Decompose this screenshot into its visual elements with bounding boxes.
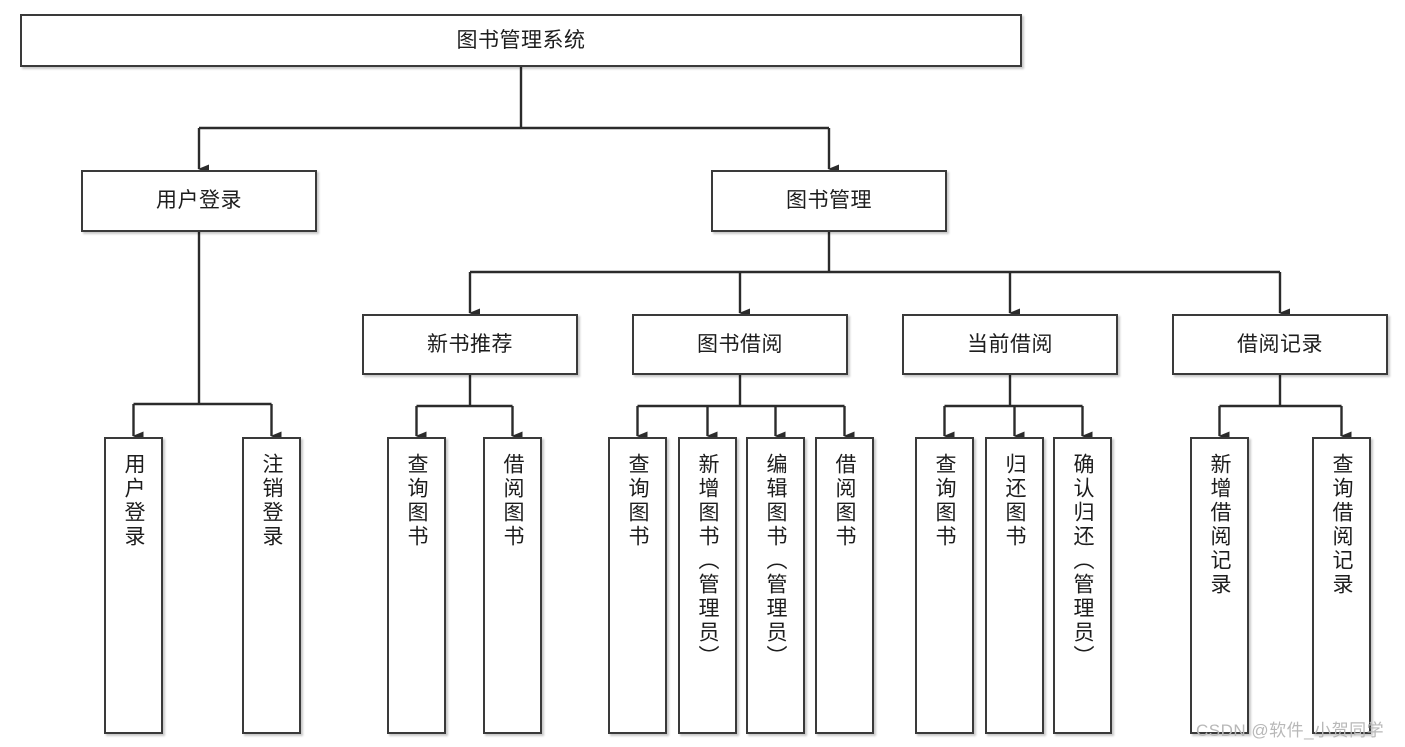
node-leaf-add-rec[interactable]: 新增借阅记录 [1190,437,1249,734]
node-label: 新书推荐 [427,332,513,356]
node-label: 查询图书 [933,453,956,549]
node-label: 查询借阅记录 [1330,453,1353,597]
node-leaf-add-book[interactable]: 新增图书（管理员） [678,437,737,734]
node-label: 图书借阅 [697,332,783,356]
node-user-login[interactable]: 用户登录 [81,170,317,232]
node-leaf-return[interactable]: 归还图书 [985,437,1044,734]
node-label: 新增图书（管理员） [696,453,719,669]
node-label: 编辑图书（管理员） [764,453,787,669]
node-borrow-record[interactable]: 借阅记录 [1172,314,1388,375]
node-leaf-borrow-2[interactable]: 借阅图书 [815,437,874,734]
node-leaf-q-book-2[interactable]: 查询图书 [608,437,667,734]
node-leaf-q-book-3[interactable]: 查询图书 [915,437,974,734]
node-leaf-borrow-1[interactable]: 借阅图书 [483,437,542,734]
node-label: 归还图书 [1003,453,1026,549]
node-leaf-q-rec[interactable]: 查询借阅记录 [1312,437,1371,734]
node-label: 借阅图书 [501,453,524,549]
node-leaf-edit-book[interactable]: 编辑图书（管理员） [746,437,805,734]
node-new-book-rec[interactable]: 新书推荐 [362,314,578,375]
node-leaf-user-login[interactable]: 用户登录 [104,437,163,734]
node-label: 查询图书 [626,453,649,549]
node-label: 注销登录 [260,453,283,549]
node-book-manage[interactable]: 图书管理 [711,170,947,232]
node-label: 图书管理系统 [456,28,586,52]
node-book-borrow[interactable]: 图书借阅 [632,314,848,375]
node-leaf-logout[interactable]: 注销登录 [242,437,301,734]
node-label: 查询图书 [405,453,428,549]
node-leaf-q-book-1[interactable]: 查询图书 [387,437,446,734]
node-label: 新增借阅记录 [1208,453,1231,597]
node-current-borrow[interactable]: 当前借阅 [902,314,1118,375]
csdn-watermark: CSDN @软件_小贺同学 [1196,721,1385,740]
node-label: 用户登录 [122,453,145,549]
node-label: 图书管理 [786,189,872,213]
node-label: 确认归还（管理员） [1071,453,1094,669]
node-leaf-confirm[interactable]: 确认归还（管理员） [1053,437,1112,734]
node-label: 当前借阅 [967,332,1053,356]
node-root[interactable]: 图书管理系统 [20,14,1022,67]
node-label: 借阅记录 [1237,332,1323,356]
node-label: 用户登录 [156,189,242,213]
node-label: 借阅图书 [833,453,856,549]
